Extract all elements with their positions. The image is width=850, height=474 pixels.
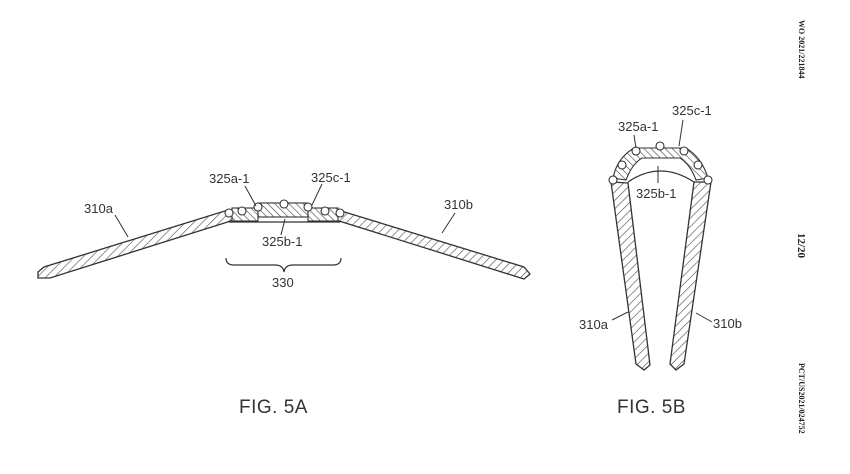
- label-325b-5a: 325b-1: [262, 234, 302, 249]
- leader-325c-5b: [678, 119, 684, 147]
- label-330: 330: [272, 275, 294, 290]
- right-arm-310b: [335, 209, 531, 280]
- right-arm-310b-5b: [669, 181, 712, 371]
- bracket-330: [225, 257, 342, 273]
- sheet-number: 12/20: [795, 233, 807, 259]
- label-310b-5b: 310b: [713, 316, 742, 331]
- leader-325a-5b: [633, 134, 637, 149]
- label-325a-5a: 325a-1: [209, 171, 249, 186]
- publication-number: WO 2021/221844: [797, 20, 806, 79]
- hinge-assembly-5a: [224, 199, 345, 223]
- label-310a-5b: 310a: [579, 317, 609, 332]
- leader-325a-5a: [244, 185, 257, 207]
- hinge-assembly-5b: [608, 141, 713, 185]
- label-310b-5a: 310b: [444, 197, 473, 212]
- application-number: PCT/US2021/024752: [797, 363, 806, 434]
- figure-5b: 325a-1 325c-1 325b-1 310a 310b FIG. 5B: [579, 103, 742, 418]
- left-arm-310a-5b: [610, 181, 651, 371]
- leader-325c-5a: [311, 183, 323, 206]
- label-325a-5b: 325a-1: [618, 119, 658, 134]
- leader-310b-5a: [441, 212, 456, 234]
- label-325c-5a: 325c-1: [311, 170, 351, 185]
- label-325b-5b: 325b-1: [636, 186, 676, 201]
- leader-310b-5b: [695, 312, 713, 323]
- leader-325b-5a: [280, 218, 286, 236]
- label-325c-5b: 325c-1: [672, 103, 712, 118]
- label-310a-5a: 310a: [84, 201, 114, 216]
- caption-fig-5a: FIG. 5A: [239, 397, 308, 418]
- left-arm-310a: [37, 209, 235, 279]
- leader-310a-5a: [114, 214, 129, 238]
- leader-310a-5b: [611, 311, 629, 321]
- figure-5a: 310a 310b 325a-1 325c-1 325b-1 330 FIG. …: [37, 170, 531, 418]
- caption-fig-5b: FIG. 5B: [617, 397, 686, 418]
